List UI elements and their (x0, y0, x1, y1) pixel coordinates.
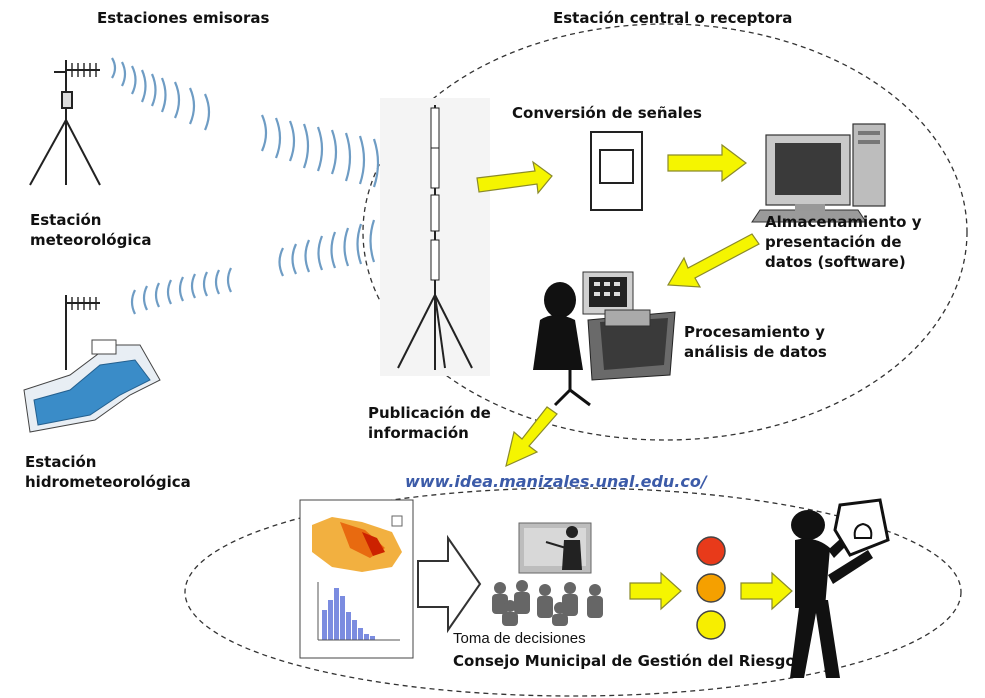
arrows (476, 143, 793, 611)
label-hydro-station: Estación hidrometeorológica (25, 453, 191, 491)
arrow-conversion-to-storage (667, 143, 747, 183)
signal-converter-icon (590, 131, 643, 211)
header-emitting-stations: Estaciones emisoras (97, 9, 270, 27)
traffic-light-icon (696, 536, 726, 640)
hydro-station-icon (23, 295, 161, 433)
workstation-icon (533, 271, 676, 407)
label-publication: Publicación de información (368, 404, 491, 442)
light-orange (696, 573, 726, 603)
central-station-ellipse (362, 23, 968, 441)
decision-ellipse (184, 487, 962, 697)
arrow-light-to-person (740, 571, 793, 611)
hollow-arrow (417, 534, 482, 634)
light-red (696, 536, 726, 566)
radio-waves-upper (111, 57, 406, 194)
label-council: Consejo Municipal de Gestión del Riesgo (453, 652, 796, 670)
arrow-storage-to-processing (666, 233, 760, 288)
receiver-antenna-icon (380, 98, 490, 376)
person-with-sign-icon (790, 498, 890, 678)
label-processing: Procesamiento y análisis de datos (684, 323, 827, 361)
label-signal-conversion: Conversión de señales (512, 104, 702, 122)
header-central-station: Estación central o receptora (553, 9, 793, 27)
report-document-icon (299, 499, 414, 659)
meeting-icon (492, 522, 603, 626)
computer-icon (751, 123, 886, 223)
label-decision-making: Toma de decisiones (453, 630, 586, 647)
meteo-station-icon (29, 60, 101, 186)
arrow-meeting-to-light (629, 571, 682, 611)
arrow-processing-to-publication (505, 406, 558, 468)
label-meteo-station: Estación meteorológica (30, 211, 152, 249)
website-url[interactable]: www.idea.manizales.unal.edu.co/ (405, 472, 707, 491)
arrow-antenna-to-conversion (476, 160, 553, 195)
label-storage: Almacenamiento y presentación de datos (… (765, 213, 922, 271)
light-yellow (696, 610, 726, 640)
radio-waves-lower (130, 207, 415, 315)
